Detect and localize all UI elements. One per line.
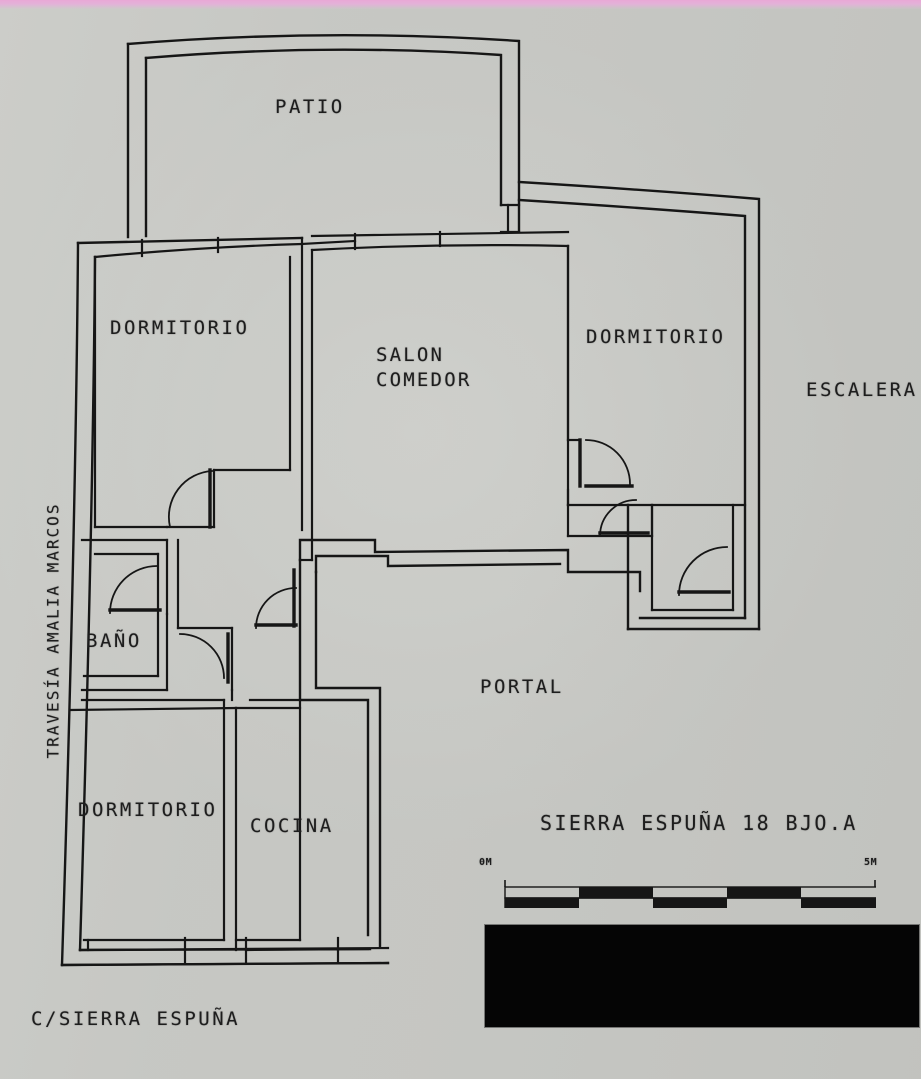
- street-label-left: TRAVESÍA AMALIA MARCOS: [43, 502, 63, 759]
- redaction-block: [485, 925, 919, 1027]
- door-leaf-dormitorio-ne: [578, 438, 634, 488]
- door-arc-vestibule: [599, 499, 637, 537]
- dormitorio-sw-walls: [68, 698, 238, 952]
- room-label-bano: BAÑO: [86, 630, 142, 652]
- patio-passage-jamb: [499, 203, 521, 234]
- scale-row-bottom: [504, 897, 876, 908]
- scale-bar: [504, 880, 876, 908]
- salon-label-line1: SALON: [376, 344, 445, 366]
- scale-row-top: [504, 886, 876, 899]
- room-label-dormitorio-sw: DORMITORIO: [78, 799, 218, 821]
- escalera-box-walls: [650, 503, 735, 612]
- door-arc-escalera: [678, 546, 728, 596]
- north-facade-windows: [93, 230, 570, 532]
- room-label-portal: PORTAL: [480, 676, 564, 698]
- hall-partition-walls: [176, 538, 234, 702]
- scale-tick-marks: [504, 880, 876, 887]
- plan-title: SIERRA ESPUÑA 18 BJO.A: [540, 811, 858, 835]
- door-arc-hall-lower: [179, 633, 225, 679]
- door-leaf-hall-upper: [254, 568, 298, 628]
- patio-walls: [126, 33, 521, 239]
- salon-comedor-walls: [298, 244, 570, 562]
- door-arc-dormitorio-nw: [167, 470, 213, 529]
- door-arc-hall-upper: [255, 587, 297, 629]
- portal-walls: [298, 538, 642, 949]
- street-label-bottom: C/SIERRA ESPUÑA: [31, 1008, 241, 1030]
- room-label-dormitorio-nw: DORMITORIO: [110, 317, 250, 339]
- room-label-dormitorio-ne: DORMITORIO: [586, 326, 726, 348]
- room-label-escalera: ESCALERA: [806, 379, 918, 401]
- salon-label-line2: COMEDOR: [376, 369, 472, 392]
- door-arc-bano: [109, 565, 158, 614]
- door-arc-dormitorio-ne: [585, 439, 631, 485]
- dormitorio-ne-walls: [566, 244, 747, 507]
- room-label-salon-comedor: SALON COMEDOR: [376, 343, 471, 393]
- south-facade-windows: [60, 936, 390, 967]
- dormitorio-nw-walls: [93, 255, 292, 529]
- scale-min-label: 0M: [479, 857, 493, 868]
- east-wing-outer-walls: [517, 180, 761, 631]
- scale-max-label: 5M: [864, 857, 878, 868]
- room-label-patio: PATIO: [275, 96, 345, 118]
- room-label-cocina: COCINA: [250, 815, 334, 837]
- hall-bano-walls: [80, 538, 169, 692]
- page-edge-tint: [0, 0, 921, 9]
